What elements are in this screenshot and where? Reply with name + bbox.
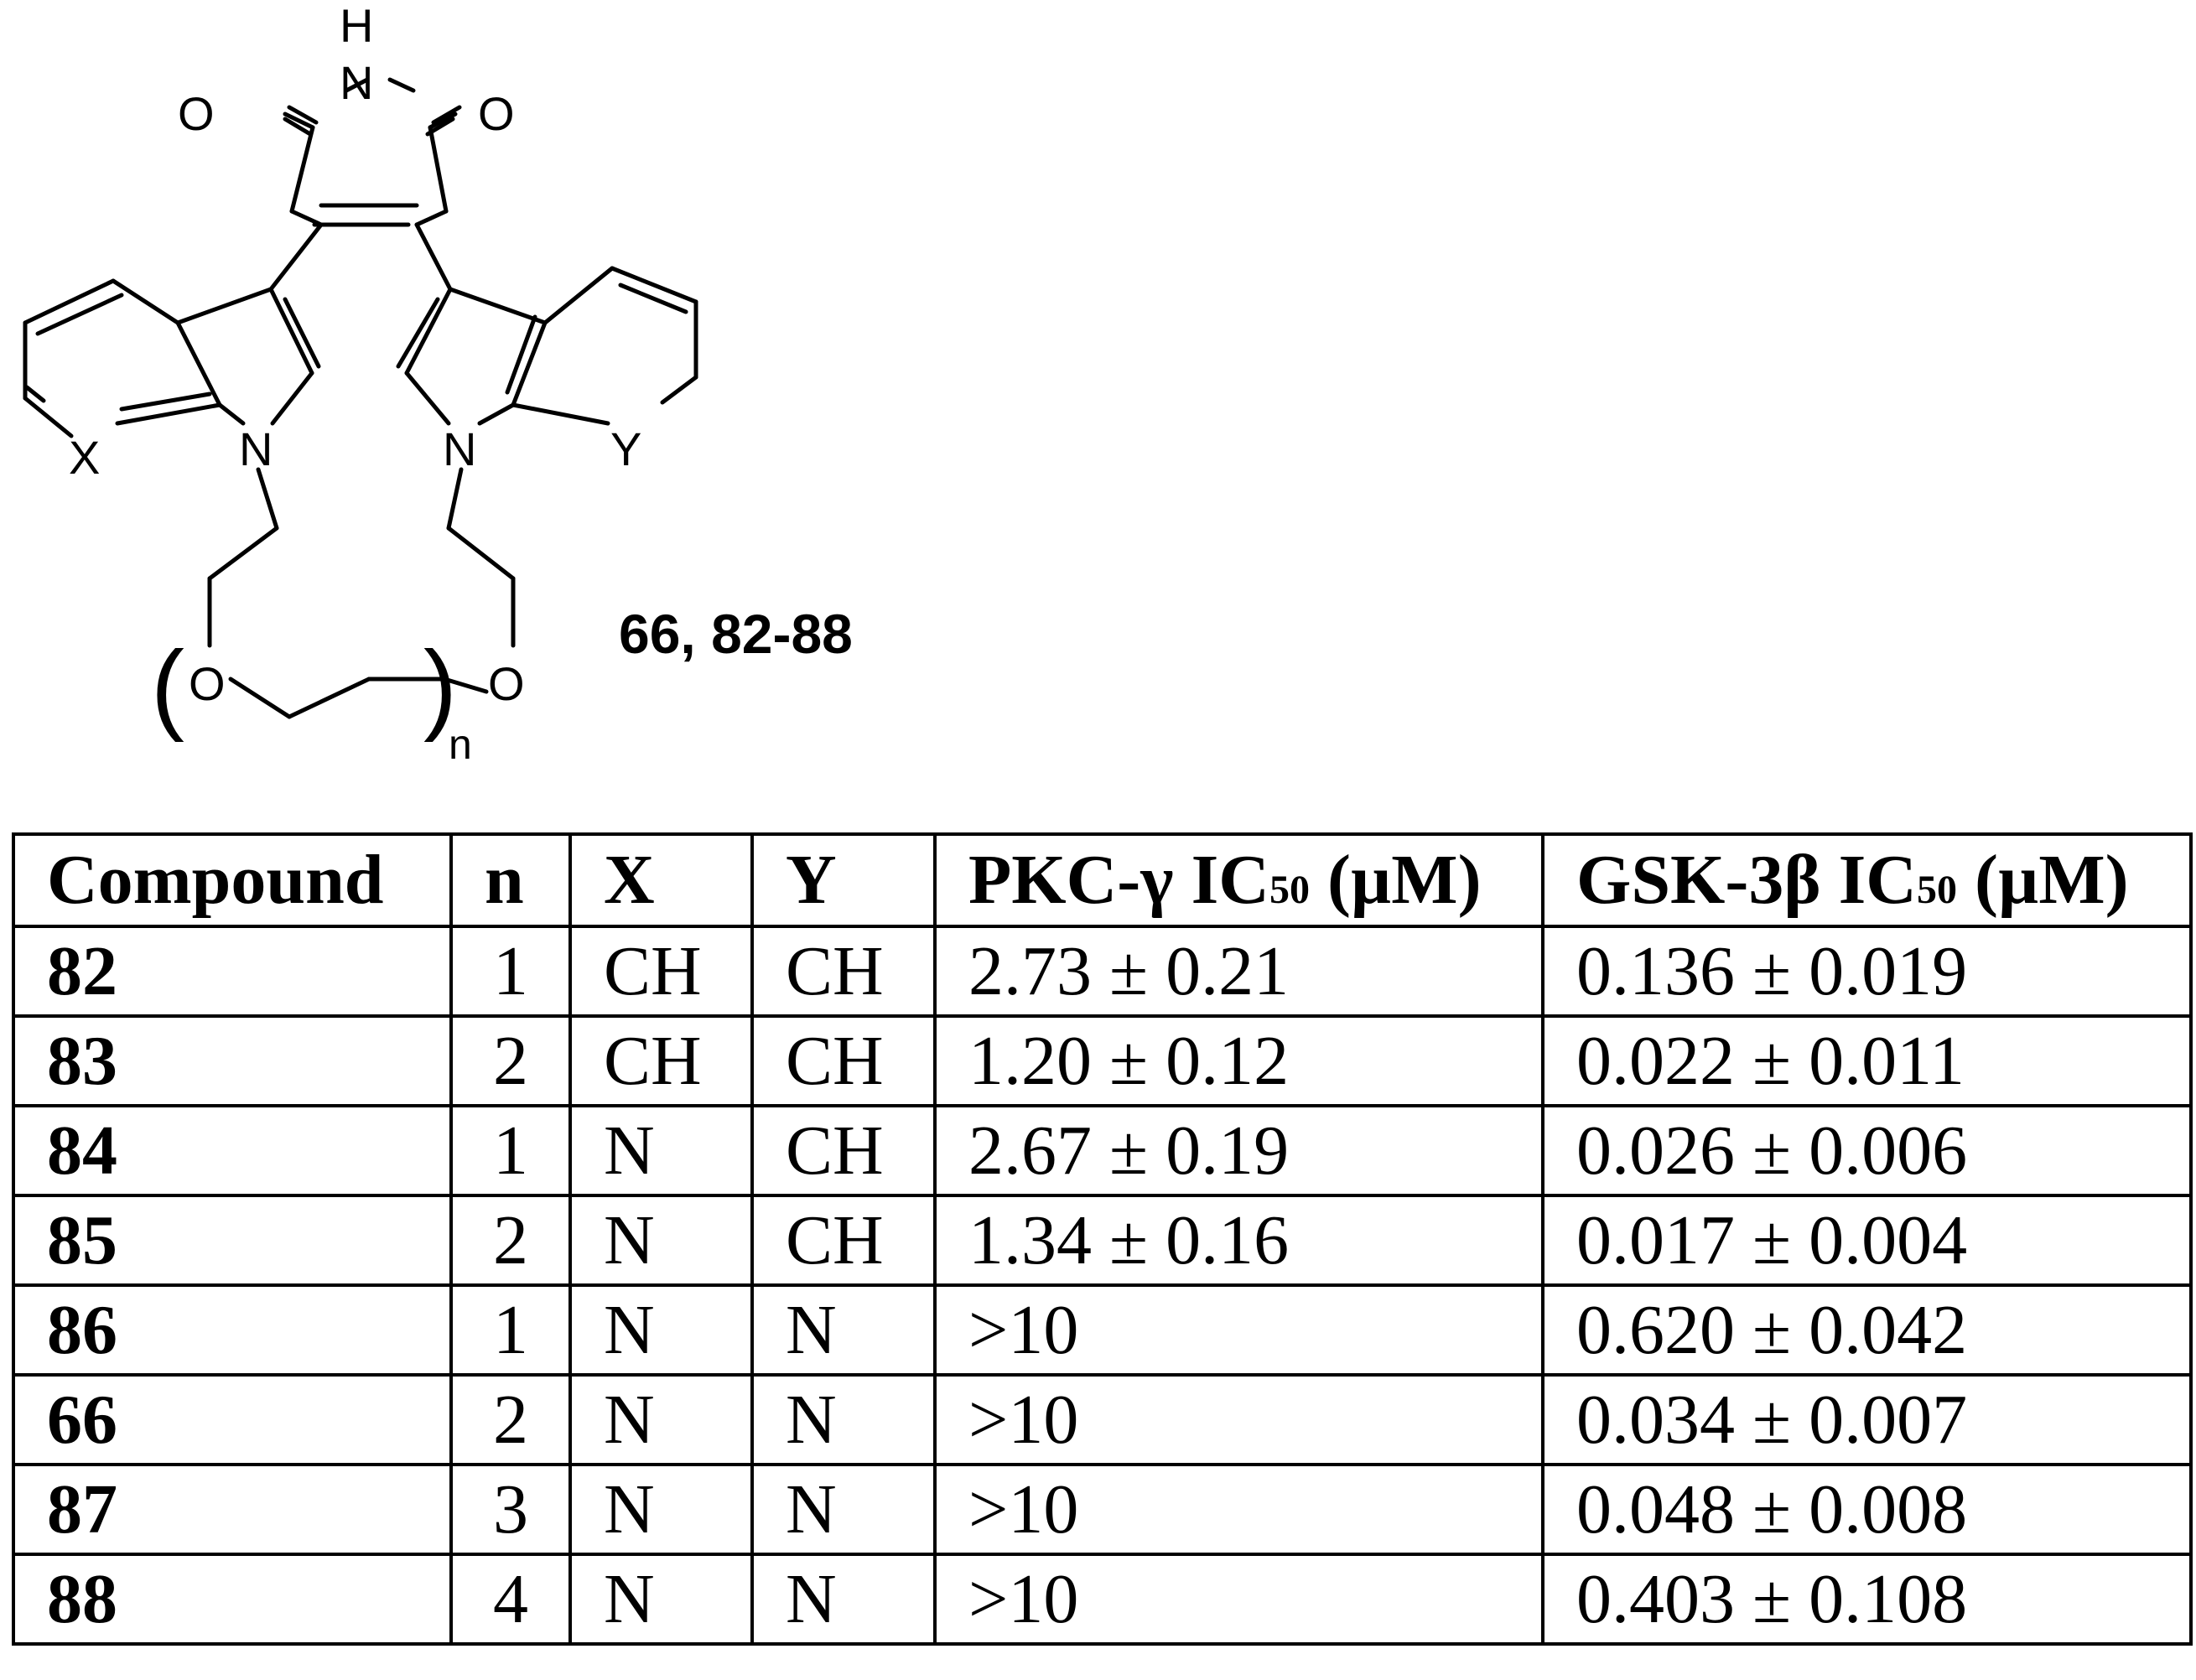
header-gsk-ic50: GSK-3β IC50 (µM) <box>1541 832 2193 928</box>
cell-pkc: 2.67 ± 0.19 <box>933 1104 1544 1197</box>
table-row: 85 2 N CH 1.34 ± 0.16 0.017 ± 0.004 <box>12 1194 2193 1287</box>
table-row: 87 3 N N >10 0.048 ± 0.008 <box>12 1463 2193 1556</box>
cell-pkc: >10 <box>933 1463 1544 1556</box>
cell-x: CH <box>568 925 754 1018</box>
cell-y: CH <box>750 1194 937 1287</box>
cell-y: N <box>750 1553 937 1646</box>
cell-y: N <box>750 1463 937 1556</box>
header-x: X <box>568 832 754 928</box>
header-compound: Compound <box>12 832 453 928</box>
cell-n: 1 <box>449 1104 572 1197</box>
cell-pkc: 2.73 ± 0.21 <box>933 925 1544 1018</box>
cell-gsk: 0.017 ± 0.004 <box>1541 1194 2193 1287</box>
cell-x: N <box>568 1463 754 1556</box>
cell-n: 2 <box>449 1373 572 1466</box>
chemical-structure: H N O O X N N Y ( O ) O n <box>23 0 698 768</box>
cell-n: 1 <box>449 925 572 1018</box>
atom-o-chain-right: O <box>488 657 525 710</box>
cell-gsk: 0.026 ± 0.006 <box>1541 1104 2193 1197</box>
cell-compound: 87 <box>12 1463 453 1556</box>
maleimide-ring <box>283 77 462 227</box>
repeat-subscript-n: n <box>449 721 472 768</box>
table-row: 83 2 CH CH 1.20 ± 0.12 0.022 ± 0.011 <box>12 1014 2193 1107</box>
atom-x: X <box>69 431 100 484</box>
cell-x: N <box>568 1373 754 1466</box>
header-n: n <box>449 832 572 928</box>
atom-o-left: O <box>178 87 215 140</box>
right-indole <box>396 222 698 648</box>
cell-pkc: 1.34 ± 0.16 <box>933 1194 1544 1287</box>
atom-n-left-indole: N <box>239 423 273 475</box>
cell-x: N <box>568 1283 754 1377</box>
cell-gsk: 0.620 ± 0.042 <box>1541 1283 2193 1377</box>
table-row: 88 4 N N >10 0.403 ± 0.108 <box>12 1553 2193 1646</box>
table-header-row: Compound n X Y PKC-γ IC50 (µM) GSK-3β IC… <box>12 832 2193 928</box>
atom-y: Y <box>610 423 641 475</box>
cell-gsk: 0.022 ± 0.011 <box>1541 1014 2193 1107</box>
cell-x: N <box>568 1104 754 1197</box>
cell-pkc: >10 <box>933 1553 1544 1646</box>
cell-y: N <box>750 1283 937 1377</box>
table-row: 82 1 CH CH 2.73 ± 0.21 0.136 ± 0.019 <box>12 925 2193 1018</box>
atom-n-imide: N <box>340 56 373 109</box>
repeat-close-paren: ) <box>423 630 457 743</box>
cell-pkc: >10 <box>933 1373 1544 1466</box>
cell-compound: 82 <box>12 925 453 1018</box>
atom-o-right: O <box>478 87 515 140</box>
cell-gsk: 0.136 ± 0.019 <box>1541 925 2193 1018</box>
repeat-open-paren: ( <box>151 630 184 743</box>
cell-x: CH <box>568 1014 754 1107</box>
table-row: 84 1 N CH 2.67 ± 0.19 0.026 ± 0.006 <box>12 1104 2193 1197</box>
cell-y: N <box>750 1373 937 1466</box>
cell-n: 4 <box>449 1553 572 1646</box>
cell-gsk: 0.403 ± 0.108 <box>1541 1553 2193 1646</box>
cell-y: CH <box>750 925 937 1018</box>
inhibition-data-table: Compound n X Y PKC-γ IC50 (µM) GSK-3β IC… <box>12 832 2193 1646</box>
atom-n-right-indole: N <box>443 423 476 475</box>
cell-n: 2 <box>449 1194 572 1287</box>
cell-n: 2 <box>449 1014 572 1107</box>
cell-pkc: 1.20 ± 0.12 <box>933 1014 1544 1107</box>
cell-y: CH <box>750 1104 937 1197</box>
cell-gsk: 0.034 ± 0.007 <box>1541 1373 2193 1466</box>
cell-compound: 83 <box>12 1014 453 1107</box>
atom-h-imide: H <box>340 0 373 52</box>
cell-n: 3 <box>449 1463 572 1556</box>
cell-compound: 88 <box>12 1553 453 1646</box>
table-row: 86 1 N N >10 0.620 ± 0.042 <box>12 1283 2193 1377</box>
cell-gsk: 0.048 ± 0.008 <box>1541 1463 2193 1556</box>
polyether-linker <box>228 677 489 719</box>
cell-compound: 85 <box>12 1194 453 1287</box>
cell-compound: 66 <box>12 1373 453 1466</box>
cell-n: 1 <box>449 1283 572 1377</box>
left-indole <box>23 222 324 648</box>
cell-x: N <box>568 1194 754 1287</box>
cell-compound: 86 <box>12 1283 453 1377</box>
cell-pkc: >10 <box>933 1283 1544 1377</box>
cell-y: CH <box>750 1014 937 1107</box>
header-y: Y <box>750 832 937 928</box>
cell-x: N <box>568 1553 754 1646</box>
atom-o-chain-left: O <box>189 657 226 710</box>
cell-compound: 84 <box>12 1104 453 1197</box>
table-row: 66 2 N N >10 0.034 ± 0.007 <box>12 1373 2193 1466</box>
compound-series-label: 66, 82-88 <box>619 603 853 665</box>
header-pkc-ic50: PKC-γ IC50 (µM) <box>933 832 1544 928</box>
